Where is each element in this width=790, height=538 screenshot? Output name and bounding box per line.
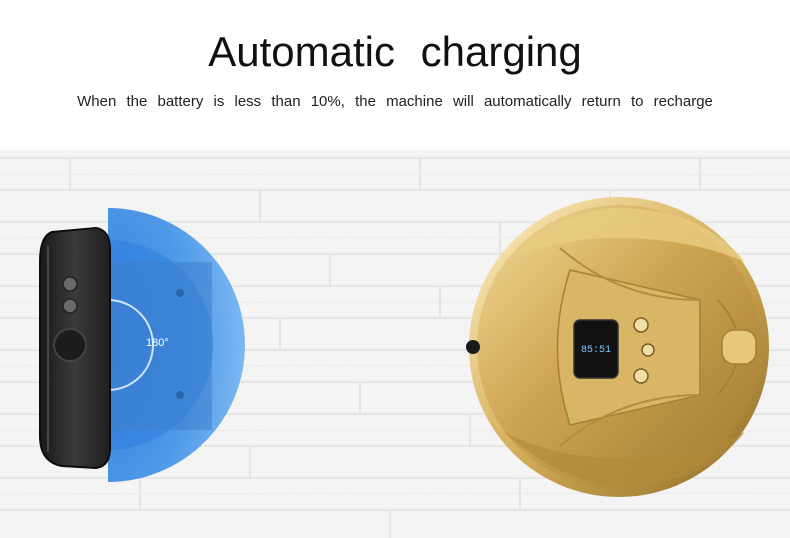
robot-home-button-icon bbox=[633, 368, 649, 384]
robot-display bbox=[573, 319, 619, 379]
page-subtitle: When the battery is less than 10%, the m… bbox=[77, 93, 713, 110]
robot-vacuum: 85:51 bbox=[466, 197, 769, 497]
side-brush-icon bbox=[466, 340, 480, 354]
dock-sensor-icon bbox=[62, 276, 78, 292]
page-title: Automatic charging bbox=[208, 28, 582, 75]
header: Automatic charging When the battery is l… bbox=[0, 0, 790, 150]
robot-play-button-icon bbox=[641, 343, 655, 357]
robot-control-button-icon bbox=[633, 317, 649, 333]
robot-display-time: 85:51 bbox=[581, 345, 611, 356]
charging-dock bbox=[39, 226, 111, 470]
angle-label: 180° bbox=[146, 337, 169, 349]
dock-sensor-icon bbox=[62, 298, 78, 314]
signal-range-semicircle bbox=[96, 208, 245, 482]
dock-power-button-icon bbox=[53, 328, 87, 362]
robot-sensor-icon bbox=[721, 329, 757, 365]
